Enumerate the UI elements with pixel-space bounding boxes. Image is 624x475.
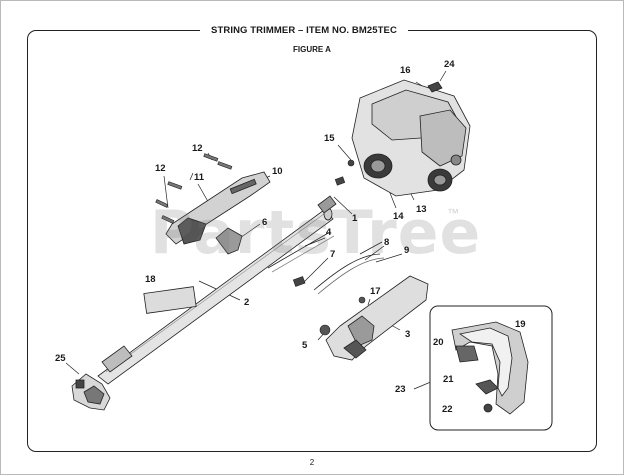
- watermark-text: PartsTree: [150, 198, 482, 268]
- callout-1: 1: [352, 213, 358, 224]
- trimmer-head: [71, 373, 111, 411]
- callout-6: 6: [262, 217, 268, 228]
- callout-7: 7: [330, 249, 336, 260]
- callout-12-top: 12: [192, 143, 203, 154]
- callout-3: 3: [405, 329, 411, 340]
- callout-19: 19: [515, 319, 526, 330]
- callout-14: 14: [393, 211, 404, 222]
- engine-assembly: [351, 79, 471, 197]
- callout-25: 25: [55, 353, 66, 364]
- callout-20: 20: [433, 337, 444, 348]
- callout-17: 17: [370, 286, 381, 297]
- watermark-trademark: ™: [447, 206, 459, 220]
- label-decal: [143, 286, 197, 314]
- shaft-assembly: [97, 195, 337, 385]
- callout-13: 13: [416, 204, 427, 215]
- callout-10: 10: [272, 166, 283, 177]
- callout-22: 22: [442, 404, 453, 415]
- callout-23: 23: [395, 384, 406, 395]
- clutch-housing: [325, 275, 429, 361]
- figure-label: FIGURE A: [293, 45, 331, 54]
- callout-16: 16: [400, 65, 411, 76]
- page-number: 2: [309, 458, 315, 467]
- callout-8: 8: [384, 237, 390, 248]
- callout-15: 15: [324, 133, 335, 144]
- callout-5: 5: [302, 340, 308, 351]
- callout-21: 21: [443, 374, 454, 385]
- diagram-title: STRING TRIMMER – ITEM NO. BM25TEC: [200, 24, 408, 38]
- cables: [267, 231, 385, 295]
- handle-assembly: [165, 171, 271, 255]
- callout-12-left: 12: [155, 163, 166, 174]
- guard-kit-inset: [429, 305, 553, 431]
- callout-11: 11: [194, 172, 205, 183]
- callout-9: 9: [404, 245, 410, 256]
- callout-2: 2: [244, 297, 250, 308]
- callout-4: 4: [326, 227, 332, 238]
- callout-24: 24: [444, 59, 455, 70]
- callout-18: 18: [145, 274, 156, 285]
